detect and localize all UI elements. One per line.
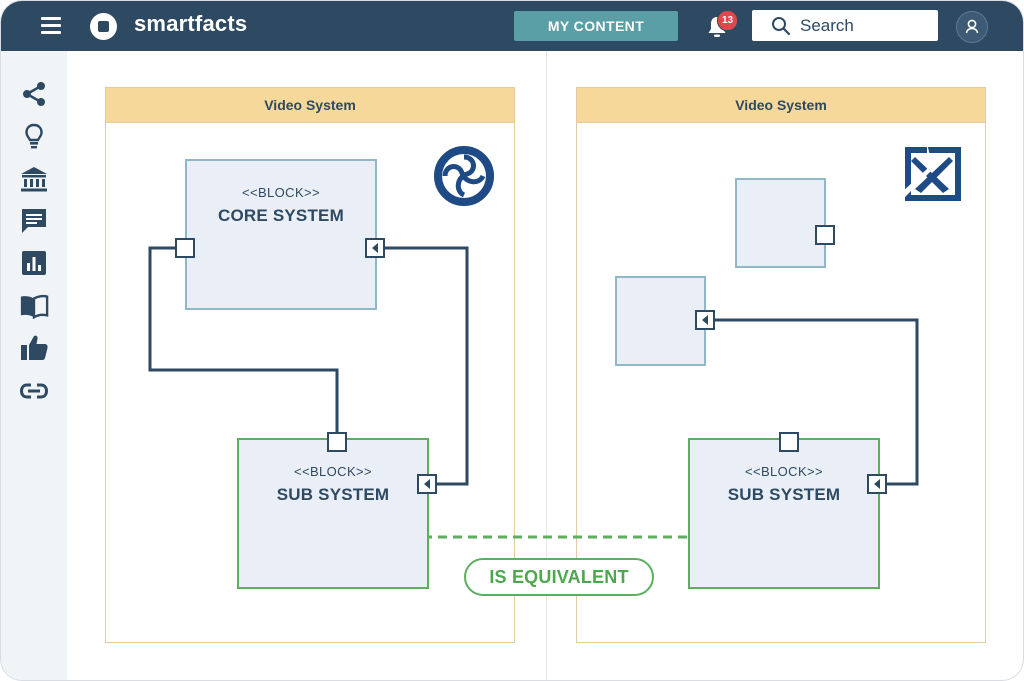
right-unnamed-block-top[interactable] — [735, 178, 826, 268]
modeling-tool-x-logo-icon — [901, 143, 961, 201]
block-name: CORE SYSTEM — [218, 206, 344, 225]
right-panel-title: Video System — [577, 88, 985, 123]
lightbulb-icon[interactable] — [19, 121, 49, 151]
right-flow-connector — [715, 318, 919, 486]
is-equivalent-label[interactable]: IS EQUIVALENT — [464, 558, 654, 596]
right-sub-system-block[interactable]: <<BLOCK>> SUB SYSTEM — [688, 438, 880, 589]
comment-icon[interactable] — [19, 206, 49, 236]
port-right-left-block-in[interactable] — [695, 310, 715, 330]
search-box[interactable]: Search — [752, 10, 938, 41]
user-icon — [965, 19, 979, 34]
block-stereotype: <<BLOCK>> — [241, 185, 321, 200]
user-avatar[interactable] — [956, 11, 988, 43]
block-stereotype: <<BLOCK>> — [744, 464, 824, 479]
canvas-divider — [546, 51, 547, 680]
block-name: SUB SYSTEM — [727, 485, 841, 504]
left-sub-system-block[interactable]: <<BLOCK>> SUB SYSTEM — [237, 438, 429, 589]
core-sub-return-connector — [385, 246, 469, 486]
port-right-top-block[interactable] — [815, 225, 835, 245]
port-core-right-in[interactable] — [365, 238, 385, 258]
left-panel-title: Video System — [106, 88, 514, 123]
smartfacts-logo-icon — [90, 13, 117, 40]
brand-name: smartfacts — [134, 11, 248, 36]
thumbs-up-icon[interactable] — [19, 333, 49, 363]
search-icon — [772, 17, 791, 36]
share-icon[interactable] — [19, 79, 49, 109]
chart-icon[interactable] — [19, 248, 49, 278]
my-content-button[interactable]: MY CONTENT — [514, 11, 678, 41]
sidebar — [1, 51, 67, 680]
top-bar: smartfacts MY CONTENT 13 Search — [1, 1, 1023, 51]
institution-icon[interactable] — [19, 164, 49, 194]
book-icon[interactable] — [19, 291, 49, 321]
core-system-block[interactable]: <<BLOCK>> CORE SYSTEM — [185, 159, 377, 310]
search-input[interactable]: Search — [800, 16, 854, 35]
port-core-left[interactable] — [175, 238, 195, 258]
port-right-sub-right-in[interactable] — [867, 474, 887, 494]
port-sub-top[interactable] — [327, 432, 347, 452]
port-sub-right-in[interactable] — [417, 474, 437, 494]
block-stereotype: <<BLOCK>> — [293, 464, 373, 479]
link-icon[interactable] — [19, 376, 49, 406]
modeling-tool-logo-icon — [434, 146, 494, 206]
right-unnamed-block-left[interactable] — [615, 276, 706, 366]
core-to-sub-connector — [148, 246, 339, 432]
block-name: SUB SYSTEM — [276, 485, 390, 504]
notification-badge: 13 — [717, 10, 738, 31]
port-right-sub-top[interactable] — [779, 432, 799, 452]
menu-icon[interactable] — [41, 17, 61, 34]
